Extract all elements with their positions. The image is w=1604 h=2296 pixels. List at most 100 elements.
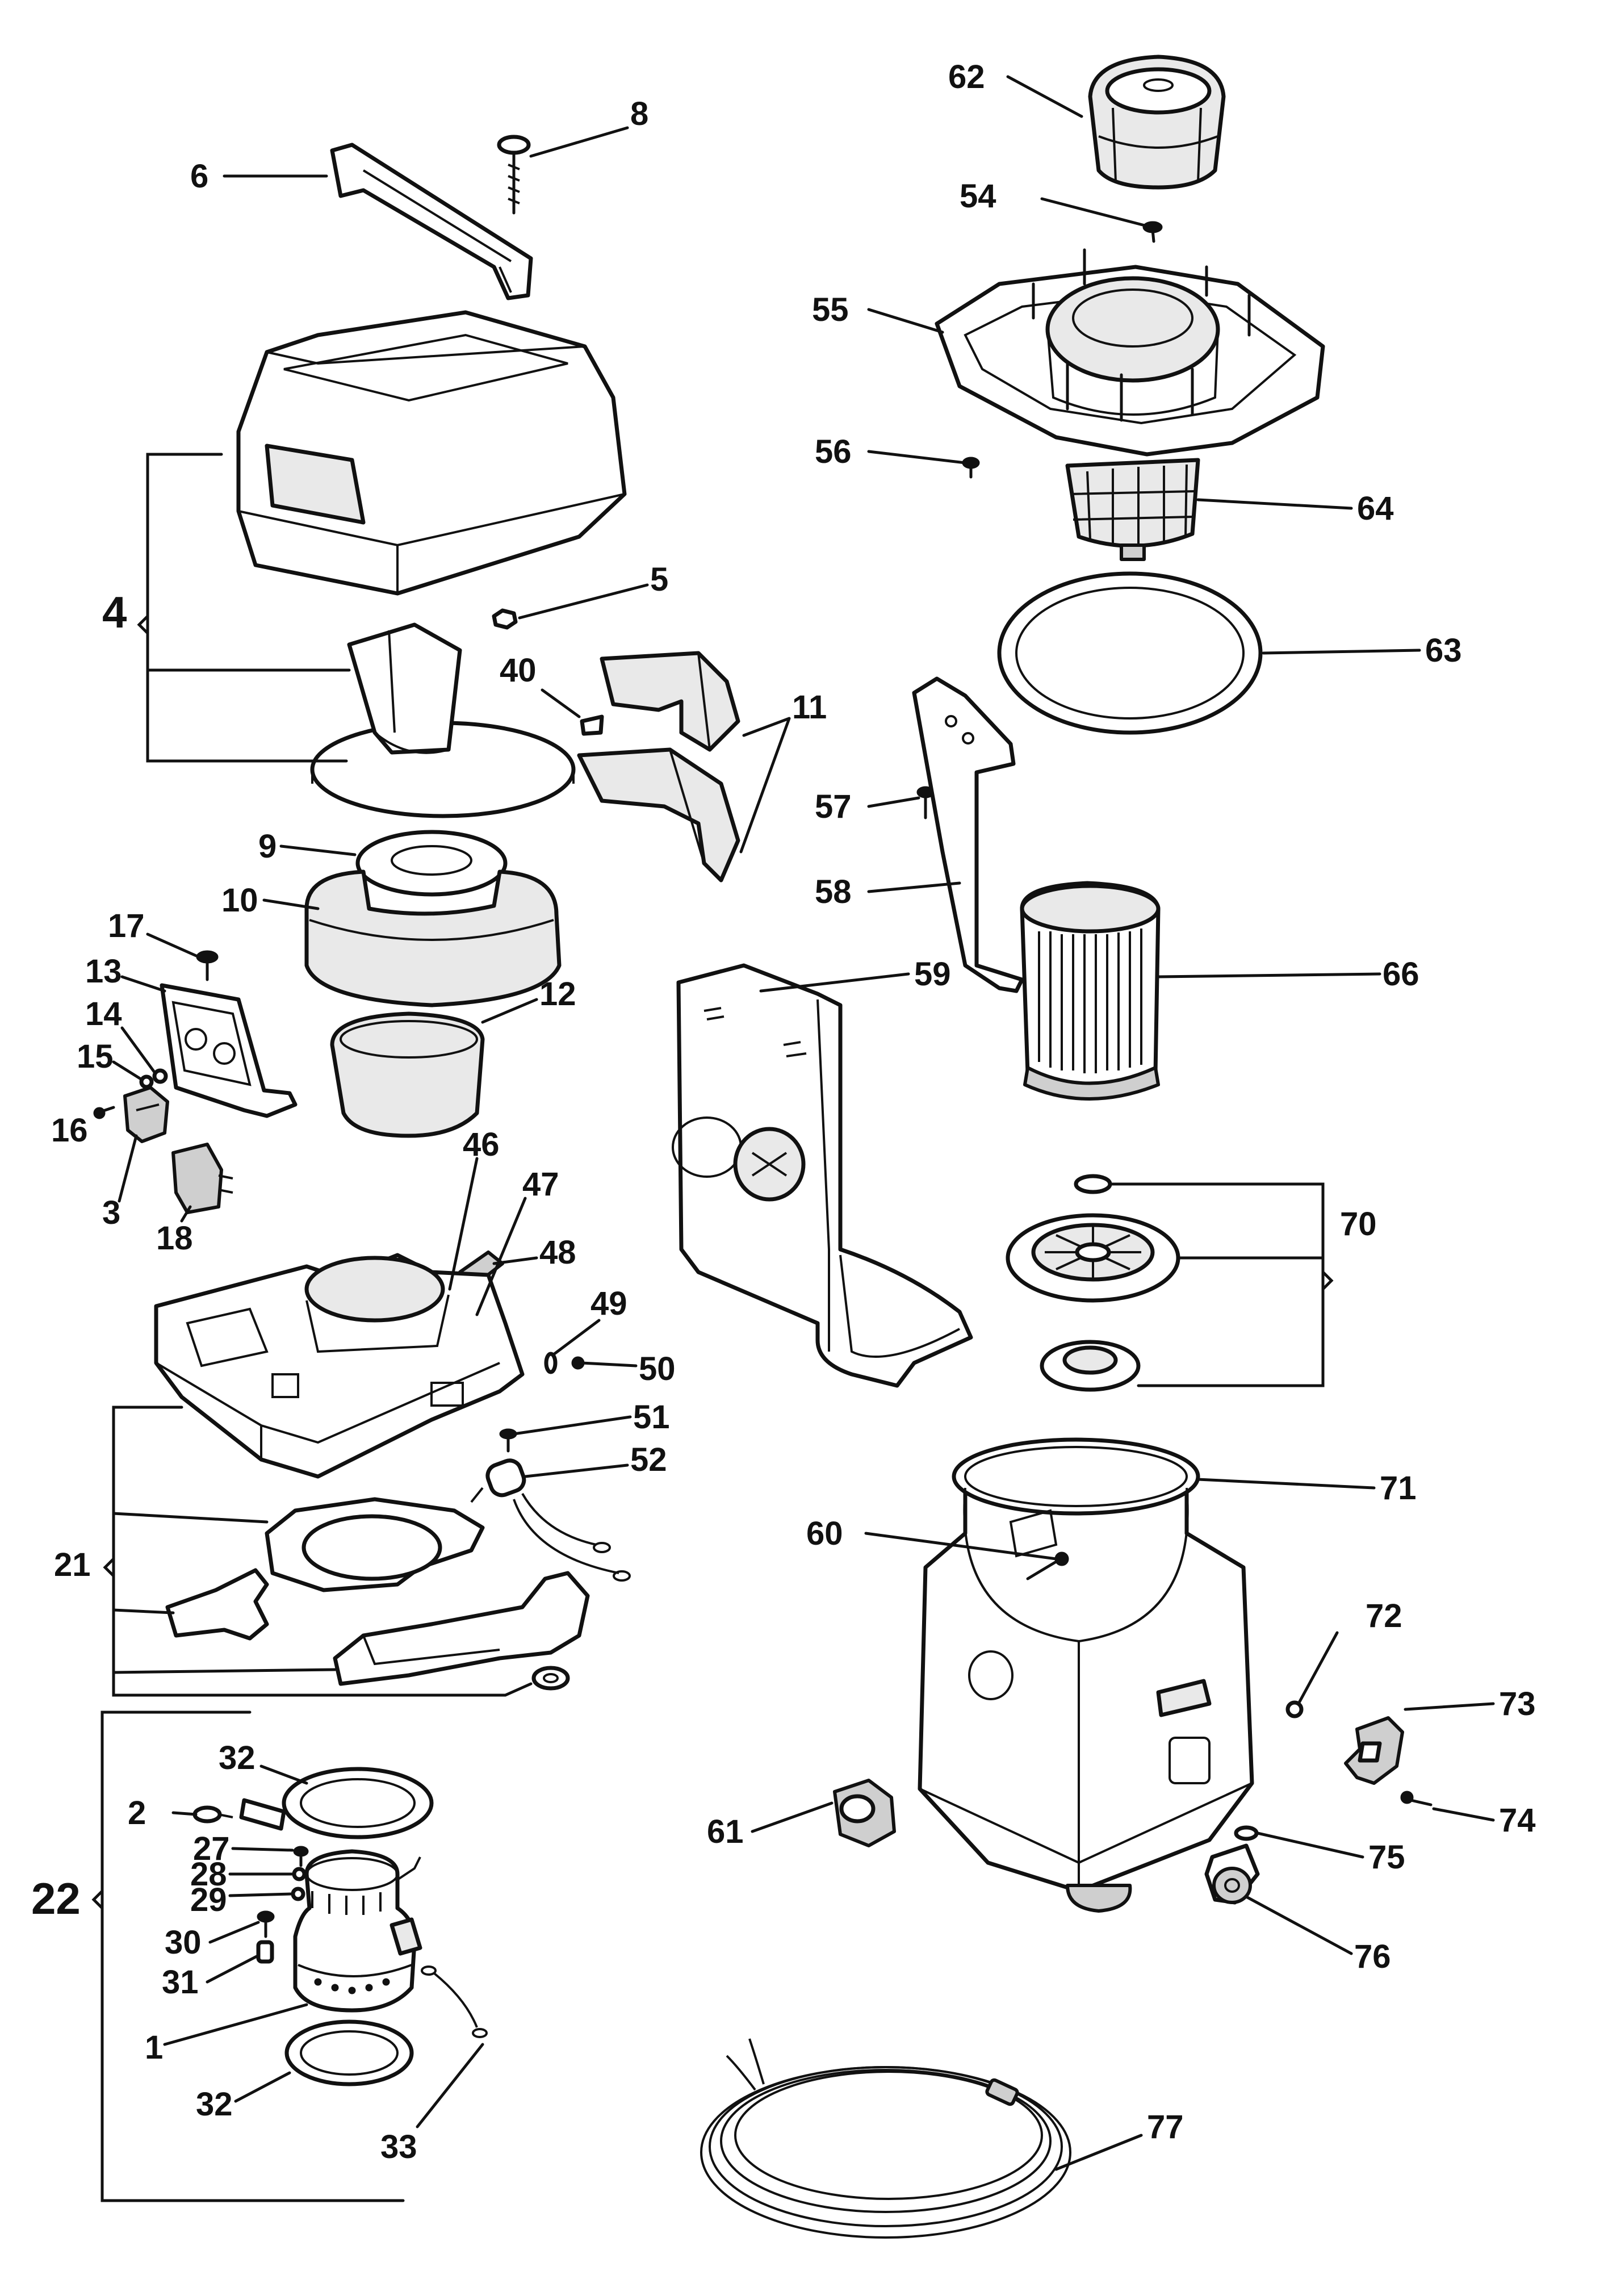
group-bracket-21 bbox=[103, 1406, 533, 1697]
part-61-drain-plug bbox=[833, 1779, 896, 1847]
part-18-switch bbox=[171, 1143, 233, 1214]
callout-57: 57 bbox=[815, 788, 852, 825]
callout-63: 63 bbox=[1425, 632, 1462, 669]
part-77-power-cord bbox=[700, 2038, 1071, 2239]
part-55-frame bbox=[935, 248, 1325, 457]
part-75-washer bbox=[1234, 1825, 1259, 1841]
part-5-nut bbox=[492, 608, 518, 630]
part-28-washer bbox=[292, 1867, 307, 1881]
part-74-screw bbox=[1400, 1791, 1433, 1806]
callout-59: 59 bbox=[914, 956, 951, 993]
callout-62: 62 bbox=[948, 58, 985, 95]
part-21-gasket-plate bbox=[265, 1497, 485, 1592]
callout-4: 4 bbox=[102, 587, 127, 637]
callout-64: 64 bbox=[1357, 490, 1394, 527]
part-21-washer bbox=[531, 1666, 570, 1691]
callout-75: 75 bbox=[1368, 1839, 1405, 1876]
callout-11: 11 bbox=[792, 689, 827, 726]
part-16-screw bbox=[93, 1106, 115, 1119]
part-21-small-bracket bbox=[165, 1568, 269, 1641]
part-70-float-disk bbox=[1006, 1213, 1180, 1303]
callout-32-bottom: 32 bbox=[196, 2086, 233, 2123]
callout-33: 33 bbox=[380, 2128, 417, 2165]
part-76-caster bbox=[1204, 1843, 1260, 1905]
callout-61: 61 bbox=[707, 1813, 744, 1850]
callout-21: 21 bbox=[54, 1546, 91, 1583]
part-52-capacitor bbox=[470, 1458, 631, 1582]
callout-72: 72 bbox=[1366, 1597, 1402, 1634]
leader-lines bbox=[112, 75, 1495, 2171]
callout-32-top: 32 bbox=[219, 1739, 256, 1776]
callout-10: 10 bbox=[221, 882, 258, 919]
callout-46: 46 bbox=[463, 1126, 500, 1163]
part-32-bottom-gasket bbox=[284, 2019, 414, 2086]
part-21-curved-plate bbox=[333, 1571, 590, 1686]
callout-76: 76 bbox=[1354, 1938, 1391, 1975]
callout-labels: 8 6 5 4 40 11 9 10 12 17 13 14 15 16 3 1… bbox=[31, 58, 1536, 2165]
part-13-switch-plate bbox=[160, 983, 298, 1118]
callout-27: 27 bbox=[193, 1830, 230, 1867]
part-15-washer bbox=[139, 1074, 154, 1089]
callout-17: 17 bbox=[108, 907, 145, 944]
part-66-cartridge-filter bbox=[1020, 881, 1161, 1101]
callout-18: 18 bbox=[156, 1220, 193, 1257]
part-58-deflector bbox=[912, 676, 1024, 993]
callout-31: 31 bbox=[162, 1964, 199, 2001]
part-62-cap bbox=[1088, 55, 1226, 190]
callout-50: 50 bbox=[639, 1350, 676, 1387]
callout-16: 16 bbox=[51, 1112, 88, 1149]
part-9-ring bbox=[355, 830, 508, 897]
part-4-funnel-plate bbox=[310, 622, 576, 818]
part-10-collar bbox=[304, 869, 562, 1007]
part-29-washer bbox=[291, 1887, 305, 1901]
callout-52: 52 bbox=[630, 1441, 667, 1478]
callout-2: 2 bbox=[128, 1795, 146, 1831]
callout-13: 13 bbox=[85, 953, 122, 990]
part-70-washer bbox=[1074, 1174, 1112, 1194]
callout-29: 29 bbox=[190, 1881, 227, 1918]
part-33-wire bbox=[421, 1965, 488, 2038]
callout-47: 47 bbox=[522, 1166, 559, 1203]
callout-60: 60 bbox=[806, 1515, 843, 1552]
callout-74: 74 bbox=[1499, 1802, 1536, 1839]
callout-30: 30 bbox=[165, 1924, 202, 1961]
part-32-top-gasket bbox=[282, 1767, 434, 1839]
part-2-clip bbox=[192, 1798, 286, 1831]
callout-5: 5 bbox=[650, 561, 668, 598]
part-59-filter-bag bbox=[672, 963, 973, 1388]
part-49-washer bbox=[544, 1352, 558, 1374]
part-40-clip bbox=[580, 714, 604, 736]
part-8-screw bbox=[497, 135, 531, 215]
callout-56: 56 bbox=[815, 433, 852, 470]
callout-54: 54 bbox=[960, 178, 996, 215]
part-6-handle bbox=[330, 143, 533, 300]
part-63-gasket bbox=[997, 571, 1263, 735]
callout-8: 8 bbox=[630, 95, 648, 132]
group-bracket-22 bbox=[91, 1711, 405, 2202]
callout-40: 40 bbox=[500, 652, 537, 689]
group-bracket-4 bbox=[137, 453, 351, 763]
part-21-motor-base bbox=[154, 1253, 525, 1479]
part-30-screw bbox=[257, 1910, 275, 1938]
callout-77: 77 bbox=[1147, 2109, 1184, 2146]
group-bracket-70 bbox=[1108, 1182, 1334, 1387]
part-64-float-cage bbox=[1065, 458, 1200, 561]
part-1-motor bbox=[293, 1849, 422, 2013]
callout-9: 9 bbox=[258, 828, 277, 865]
callout-48: 48 bbox=[539, 1234, 576, 1271]
part-12-sleeve bbox=[330, 1011, 485, 1138]
part-14-washer bbox=[152, 1068, 168, 1084]
callout-28: 28 bbox=[190, 1856, 227, 1893]
callout-12: 12 bbox=[539, 976, 576, 1013]
part-72-washer bbox=[1285, 1700, 1304, 1718]
part-17-screw bbox=[196, 950, 219, 981]
callout-22: 22 bbox=[31, 1873, 81, 1923]
part-70-float bbox=[1040, 1340, 1141, 1392]
callout-6: 6 bbox=[190, 158, 208, 195]
part-4-top-housing bbox=[236, 310, 627, 596]
part-3-switch-knob bbox=[123, 1086, 169, 1143]
callout-15: 15 bbox=[77, 1038, 114, 1075]
callout-49: 49 bbox=[590, 1285, 627, 1322]
part-31-spacer bbox=[256, 1940, 274, 1964]
